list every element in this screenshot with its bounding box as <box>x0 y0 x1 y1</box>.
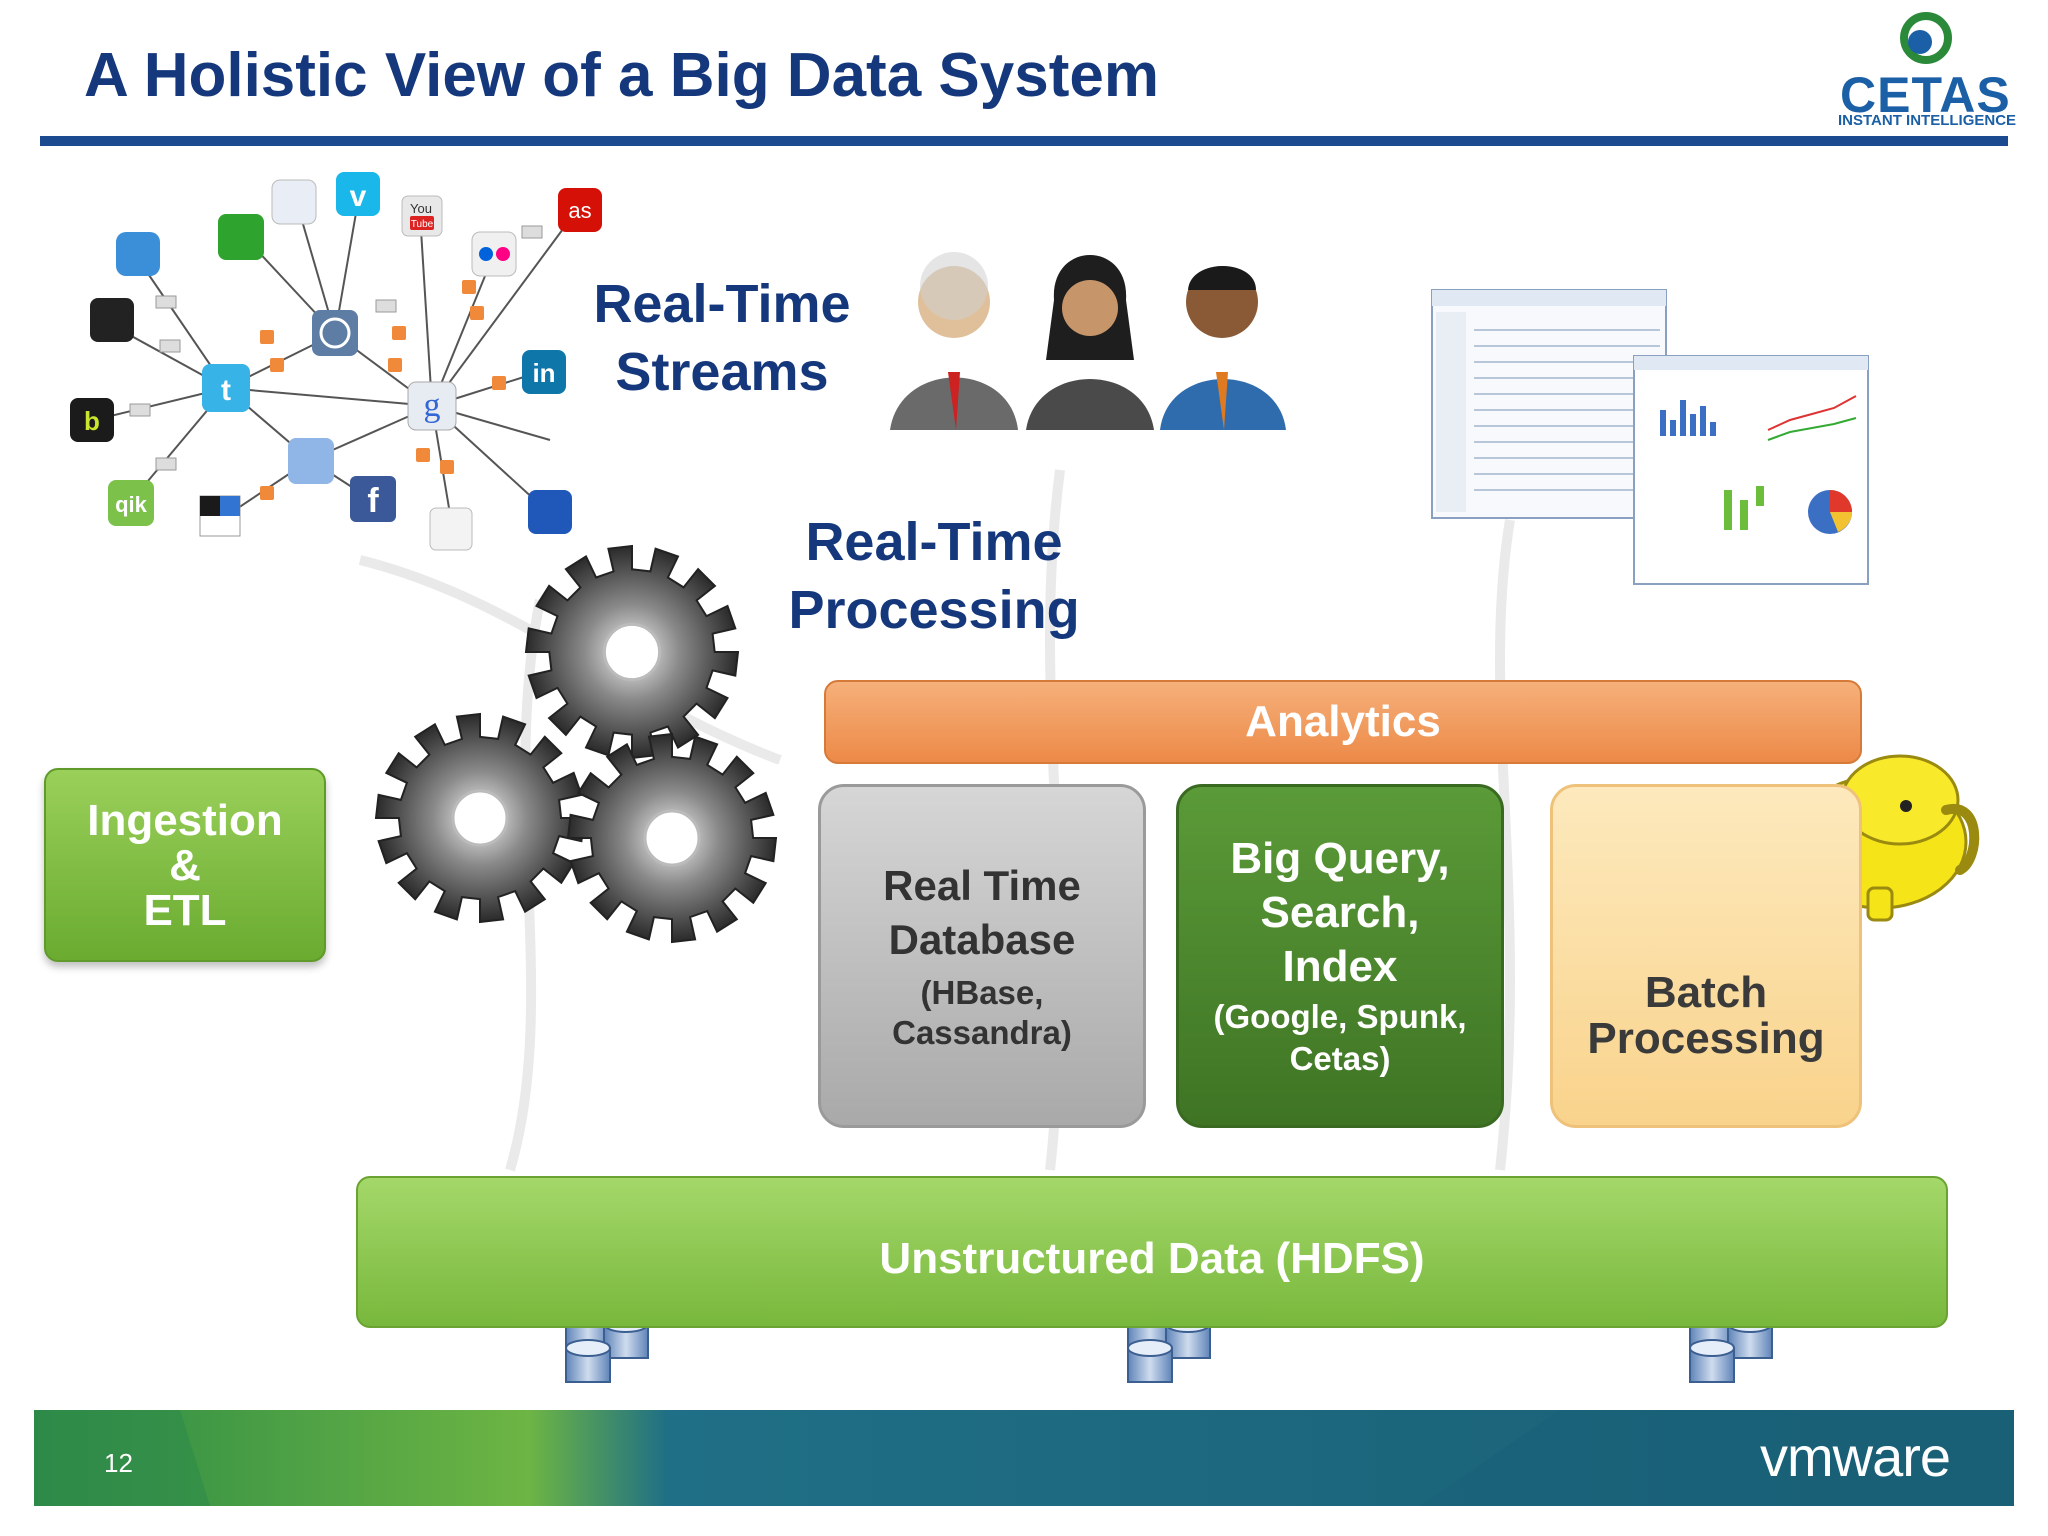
qik-icon <box>108 480 154 526</box>
facebook-icon <box>350 476 396 522</box>
bird-icon <box>116 232 160 276</box>
user-icons <box>890 252 1286 430</box>
facebook-glyph: f <box>367 482 379 520</box>
linkedin-icon <box>522 350 566 394</box>
flickr-icon <box>471 231 517 277</box>
myspace-icon <box>528 490 572 534</box>
wordpress-icon <box>312 310 358 356</box>
database-cylinder-top <box>1689 1339 1735 1357</box>
svg-text:Tube: Tube <box>411 219 434 230</box>
svg-text:b: b <box>84 406 100 436</box>
lastfm-icon <box>558 188 602 232</box>
google-glyph: g <box>424 387 441 424</box>
slide-title: A Holistic View of a Big Data System <box>84 41 1159 110</box>
analytics-bar: Analytics <box>824 680 1862 764</box>
svg-text:qik: qik <box>115 492 148 517</box>
twitter-icon <box>202 364 250 412</box>
database-cylinder-top <box>565 1339 611 1357</box>
real-time-processing-label: Real-Time Processing <box>788 512 1080 640</box>
gear-hub <box>451 789 509 847</box>
svg-text:v: v <box>350 180 367 213</box>
user-woman-icon <box>1026 255 1154 430</box>
brightkite-icon <box>70 398 114 442</box>
api-tags <box>129 225 543 471</box>
real-time-database-box: Real Time Database (HBase, Cassandra) <box>818 784 1146 1128</box>
page-number: 12 <box>104 1448 133 1478</box>
cetas-tagline: INSTANT INTELLIGENCE <box>1838 112 2017 129</box>
dashboard-screenshots <box>1431 289 1869 585</box>
cetas-swirl-icon <box>1900 12 1952 64</box>
google-icon <box>407 381 457 431</box>
qik-glyph: qik <box>115 492 148 517</box>
rss-badges <box>260 280 506 500</box>
user-blue-icon <box>1160 266 1286 430</box>
svg-text:as: as <box>568 198 591 223</box>
big-query-box: Big Query, Search, Index (Google, Spunk,… <box>1176 784 1504 1128</box>
svg-text:in: in <box>532 358 555 388</box>
ingestion-etl-box: Ingestion & ETL <box>44 768 326 962</box>
linkedin-in-glyph: in <box>532 358 555 388</box>
vimeo-icon <box>336 172 380 216</box>
wordpress-glyph <box>319 317 351 349</box>
lastfm-glyph: as <box>568 198 591 223</box>
svg-text:f: f <box>367 482 379 520</box>
database-cylinder-top <box>1127 1339 1173 1357</box>
friendster-icon <box>218 214 264 260</box>
svg-text:g: g <box>424 387 441 424</box>
real-time-streams-label: Real-Time Streams <box>593 274 851 402</box>
brightkite-glyph: b <box>84 406 100 436</box>
svg-text:t: t <box>221 374 231 407</box>
digg-icon <box>271 179 317 225</box>
hdfs-bar: Unstructured Data (HDFS) <box>356 1176 1948 1328</box>
gear-hub <box>643 809 701 867</box>
rss-icon <box>90 298 134 342</box>
vmware-logo: vmware <box>1760 1425 1951 1488</box>
cetas-logo-text: CETAS <box>1840 67 2011 123</box>
svg-text:You: You <box>410 201 432 216</box>
friendfeed-icon <box>288 438 334 484</box>
twitter-glyph: t <box>221 374 231 407</box>
picasa-icon <box>429 507 473 551</box>
vimeo-glyph: v <box>350 180 367 213</box>
social-icons: You Tube <box>70 172 602 551</box>
user-grey-icon <box>890 252 1018 430</box>
header-rule <box>40 136 2008 146</box>
gear-hub <box>602 622 662 682</box>
batch-processing-box: Batch Processing <box>1550 784 1862 1128</box>
gear-icons <box>374 544 778 944</box>
